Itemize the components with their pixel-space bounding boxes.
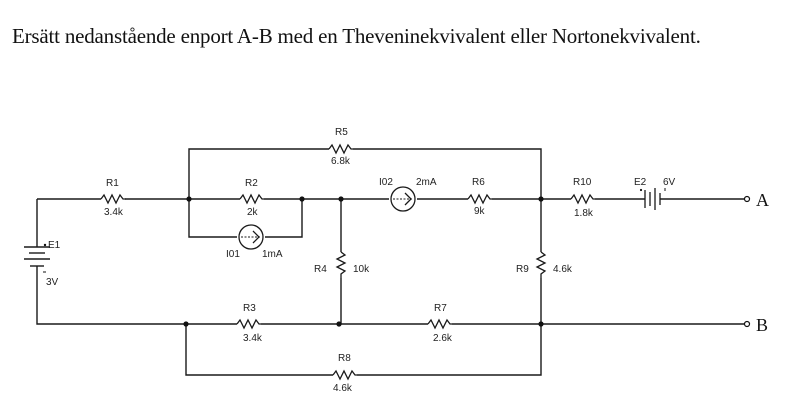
resistor-r5 (328, 143, 353, 155)
resistor-r1 (100, 193, 126, 205)
r1-name: R1 (106, 178, 119, 189)
resistor-r10 (570, 193, 595, 205)
junction-node (183, 321, 189, 327)
e2-value: 6V (663, 177, 676, 188)
junction-node (299, 196, 305, 202)
resistor-r6 (467, 193, 492, 205)
resistor-r8 (332, 369, 357, 381)
r7-value: 2.6k (433, 333, 453, 344)
r9-value: 4.6k (553, 264, 573, 275)
r2-value: 2k (247, 207, 259, 218)
wire-i01-loop (188, 199, 303, 238)
junction-node (186, 196, 192, 202)
problem-statement: Ersätt nedanstående enport A-B med en Th… (12, 24, 701, 48)
resistor-r2 (239, 193, 264, 205)
e1-name: E1 (48, 240, 61, 251)
r5-value: 6.8k (331, 156, 351, 167)
terminal-b-icon (743, 320, 751, 328)
resistor-r4 (335, 251, 347, 278)
voltage-source-e2 (639, 188, 666, 210)
r10-name: R10 (573, 177, 592, 188)
wire-r5-right (353, 148, 542, 199)
plus-mark-icon (43, 243, 47, 247)
r3-value: 3.4k (243, 333, 263, 344)
terminal-a-icon (743, 195, 751, 203)
r8-name: R8 (338, 353, 351, 364)
r7-name: R7 (434, 303, 447, 314)
wire-r5-left (188, 148, 329, 199)
wire-e1-bottom (36, 266, 237, 325)
junction-node (338, 196, 344, 202)
junction-node (538, 321, 544, 327)
r4-value: 10k (353, 264, 370, 275)
terminal-a-label: A (756, 190, 769, 210)
r9-name: R9 (516, 264, 529, 275)
resistor-r7 (427, 318, 452, 330)
r1-value: 3.4k (104, 207, 124, 218)
junction-node (538, 196, 544, 202)
resistor-r3 (236, 318, 261, 330)
r6-name: R6 (472, 177, 485, 188)
r4-name: R4 (314, 264, 327, 275)
r6-value: 9k (474, 206, 486, 217)
i01-value: 1mA (262, 249, 283, 260)
r2-name: R2 (245, 178, 258, 189)
r10-value: 1.8k (574, 208, 594, 219)
r8-value: 4.6k (333, 383, 353, 394)
i02-value: 2mA (416, 177, 437, 188)
i01-name: I01 (226, 249, 240, 260)
junction-node (336, 321, 342, 327)
wire-r8-loop (185, 324, 542, 376)
e2-name: E2 (634, 177, 647, 188)
current-source-i02 (390, 186, 416, 212)
terminal-b-label: B (756, 315, 768, 335)
i02-name: I02 (379, 177, 393, 188)
current-source-i01 (238, 224, 264, 250)
r5-name: R5 (335, 127, 348, 138)
e1-value: 3V (46, 277, 59, 288)
plus-mark-icon (639, 188, 643, 192)
resistor-r9 (535, 251, 547, 278)
r3-name: R3 (243, 303, 256, 314)
voltage-source-e1 (24, 243, 50, 273)
